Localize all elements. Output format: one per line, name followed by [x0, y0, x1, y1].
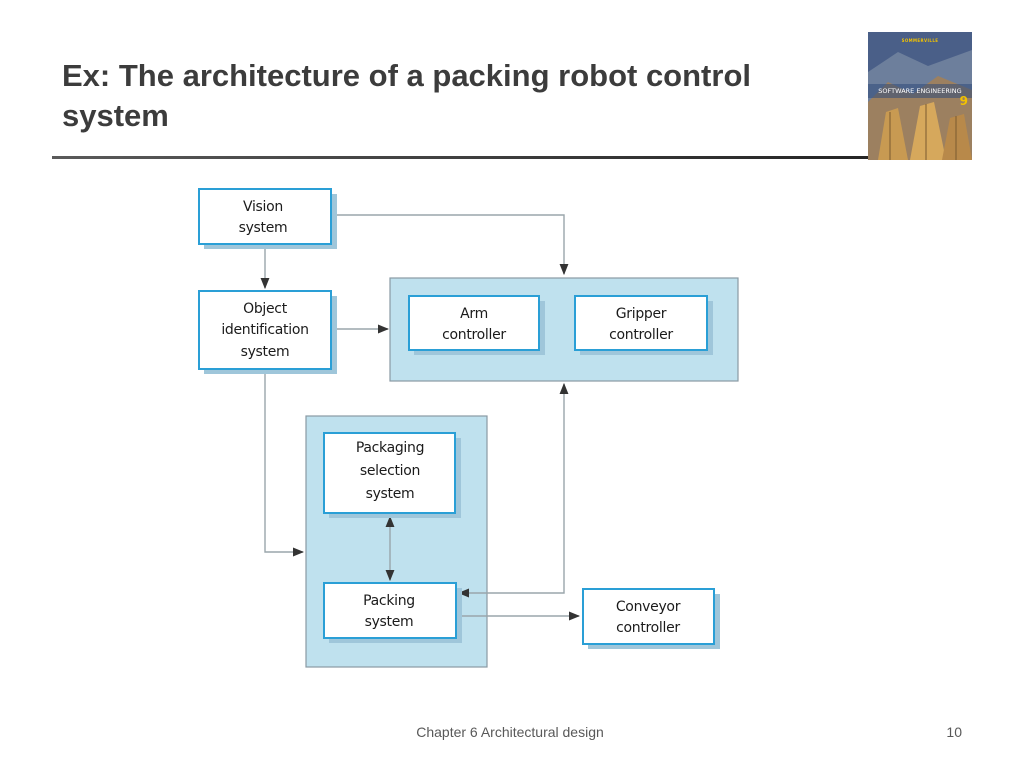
book-edition: 9: [959, 94, 968, 108]
conveyor-label-line2: controller: [616, 620, 680, 636]
book-author: SOMMERVILLE: [901, 38, 939, 43]
object-id-label-line1: Object: [243, 301, 288, 317]
packaging-label-line1: Packaging: [356, 440, 424, 456]
packaging-label-line2: selection: [360, 463, 420, 479]
arm-controller-box: Arm controller: [408, 295, 545, 355]
arm-label-line2: controller: [442, 327, 506, 343]
object-identification-box: Object identification system: [198, 290, 337, 374]
gripper-label-line2: controller: [609, 327, 673, 343]
footer-chapter-title: Chapter 6 Architectural design: [416, 724, 604, 740]
vision-label-line2: system: [239, 220, 288, 236]
footer-page-number: 10: [946, 724, 962, 740]
vision-system-box: Vision system: [198, 188, 337, 249]
packaging-label-line3: system: [366, 486, 415, 502]
packing-system-box: Packing system: [323, 582, 462, 643]
connector-packing-arm-bidirectional: [457, 382, 569, 598]
title-divider: [52, 156, 972, 159]
gripper-label-line1: Gripper: [616, 306, 667, 322]
packing-label-line2: system: [365, 614, 414, 630]
book-cover-art: [868, 32, 972, 160]
object-id-label-line3: system: [241, 344, 290, 360]
packaging-selection-box: Packaging selection system: [323, 432, 461, 518]
arm-label-line1: Arm: [460, 306, 488, 322]
vision-label-line1: Vision: [243, 199, 283, 215]
conveyor-controller-box: Conveyor controller: [582, 588, 720, 649]
connector-object-identification-to-packing-group: [264, 369, 305, 557]
gripper-controller-box: Gripper controller: [574, 295, 713, 355]
object-id-label-line2: identification: [221, 322, 308, 338]
connector-vision-to-arm-controllers: [331, 214, 569, 276]
conveyor-label-line1: Conveyor: [616, 599, 681, 615]
slide-title: Ex: The architecture of a packing robot …: [62, 58, 751, 133]
book-subject: SOFTWARE ENGINEERING: [878, 87, 962, 95]
packing-label-line1: Packing: [363, 593, 415, 609]
book-cover-image: SOMMERVILLE SOFTWARE ENGINEERING 9: [868, 32, 972, 160]
